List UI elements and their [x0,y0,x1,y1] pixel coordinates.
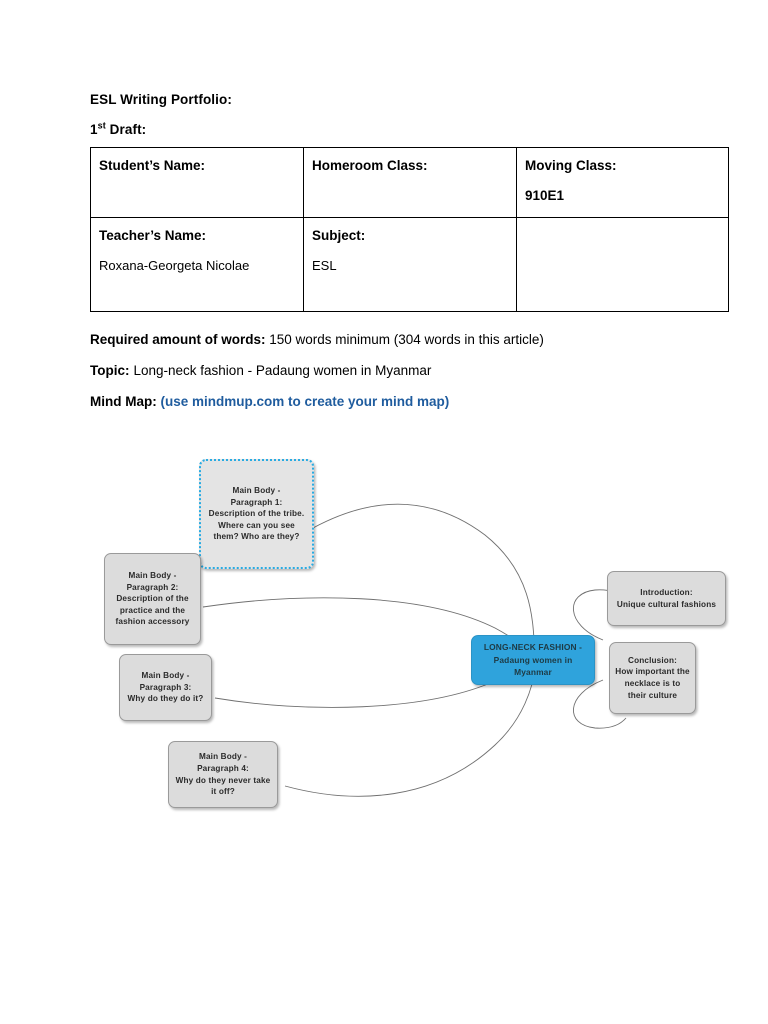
cell-label: Teacher’s Name: [99,228,207,243]
draft-label: Draft: [105,122,147,137]
page-title: ESL Writing Portfolio: [90,92,232,107]
cell-label: Student’s Name: [99,158,206,173]
mindmap-node-label: Main Body - Paragraph 3: Why do they do … [127,671,204,704]
cell-label: Subject: [312,228,366,243]
topic-label: Topic: [90,363,130,378]
cell-label: Homeroom Class: [312,158,428,173]
mindmap-node-label: LONG-NECK FASHION - Padaung women in Mya… [483,642,583,678]
required-words-line: Required amount of words: 150 words mini… [90,331,710,348]
mindmap-node-introduction[interactable]: Introduction: Unique cultural fashions [607,571,726,626]
mindmap-node-paragraph-2[interactable]: Main Body - Paragraph 2: Description of … [104,553,201,645]
topic-line: Topic:Long-neck fashion - Padaung women … [90,362,710,379]
cell-value[interactable] [525,240,720,241]
required-words-label: Required amount of words: [90,332,266,347]
cell-empty [516,217,729,312]
cell-value[interactable] [99,187,295,188]
draft-ordinal-suffix: st [97,120,106,131]
draft-heading: 1st Draft: [90,120,690,138]
mindmap-node-label: Main Body - Paragraph 2: Description of … [115,571,190,627]
mindmap-node-label: Main Body - Paragraph 1: Description of … [208,486,305,542]
assignment-details: Required amount of words: 150 words mini… [90,331,710,424]
mind-map-connectors [202,503,627,797]
mindmap-node-label: Conclusion: How important the necklace i… [615,655,690,700]
connector-para1-central [312,503,536,659]
cell-subject: Subject: ESL [303,217,517,312]
connector-para4-central [284,663,537,797]
mindmap-node-paragraph-3[interactable]: Main Body - Paragraph 3: Why do they do … [119,654,212,721]
mind-map-diagram: Main Body - Paragraph 1: Description of … [95,445,755,830]
cell-value[interactable]: ESL [312,258,337,273]
topic-value: Long-neck fashion - Padaung women in Mya… [133,363,432,378]
cell-student-name: Student’s Name: [90,147,304,218]
mindmap-node-label: Introduction: Unique cultural fashions [616,587,717,609]
cell-label: Moving Class: [525,158,617,173]
cell-value[interactable] [312,187,508,188]
mindmap-node-paragraph-4[interactable]: Main Body - Paragraph 4: Why do they nev… [168,741,278,808]
connector-central-conclusion [572,679,627,729]
mindmap-line: Mind Map: (use mindmup.com to create you… [90,393,710,410]
table-row: Teacher’s Name: Roxana-Georgeta Nicolae … [90,217,729,312]
cell-teacher-name: Teacher’s Name: Roxana-Georgeta Nicolae [90,217,304,312]
cell-value[interactable]: Roxana-Georgeta Nicolae [99,258,250,273]
mindmap-node-paragraph-1[interactable]: Main Body - Paragraph 1: Description of … [199,459,314,569]
cell-homeroom-class: Homeroom Class: [303,147,517,218]
mindmap-node-label: Main Body - Paragraph 4: Why do they nev… [175,752,271,797]
table-row: Student’s Name: Homeroom Class: Moving C… [90,147,729,218]
student-info-table: Student’s Name: Homeroom Class: Moving C… [90,147,729,312]
draft-number: 1 [90,122,98,137]
mindmap-node-conclusion[interactable]: Conclusion: How important the necklace i… [609,642,696,714]
required-words-value: 150 words minimum (304 words in this art… [265,332,544,347]
mindmup-link[interactable]: (use mindmup.com to create your mind map… [156,394,450,409]
cell-moving-class: Moving Class: 910E1 [516,147,729,218]
mindmap-label: Mind Map: [90,394,157,409]
document-heading-block: ESL Writing Portfolio: 1st Draft: [90,92,690,152]
mindmap-node-central-topic[interactable]: LONG-NECK FASHION - Padaung women in Mya… [471,635,595,685]
cell-value[interactable]: 910E1 [525,188,565,203]
